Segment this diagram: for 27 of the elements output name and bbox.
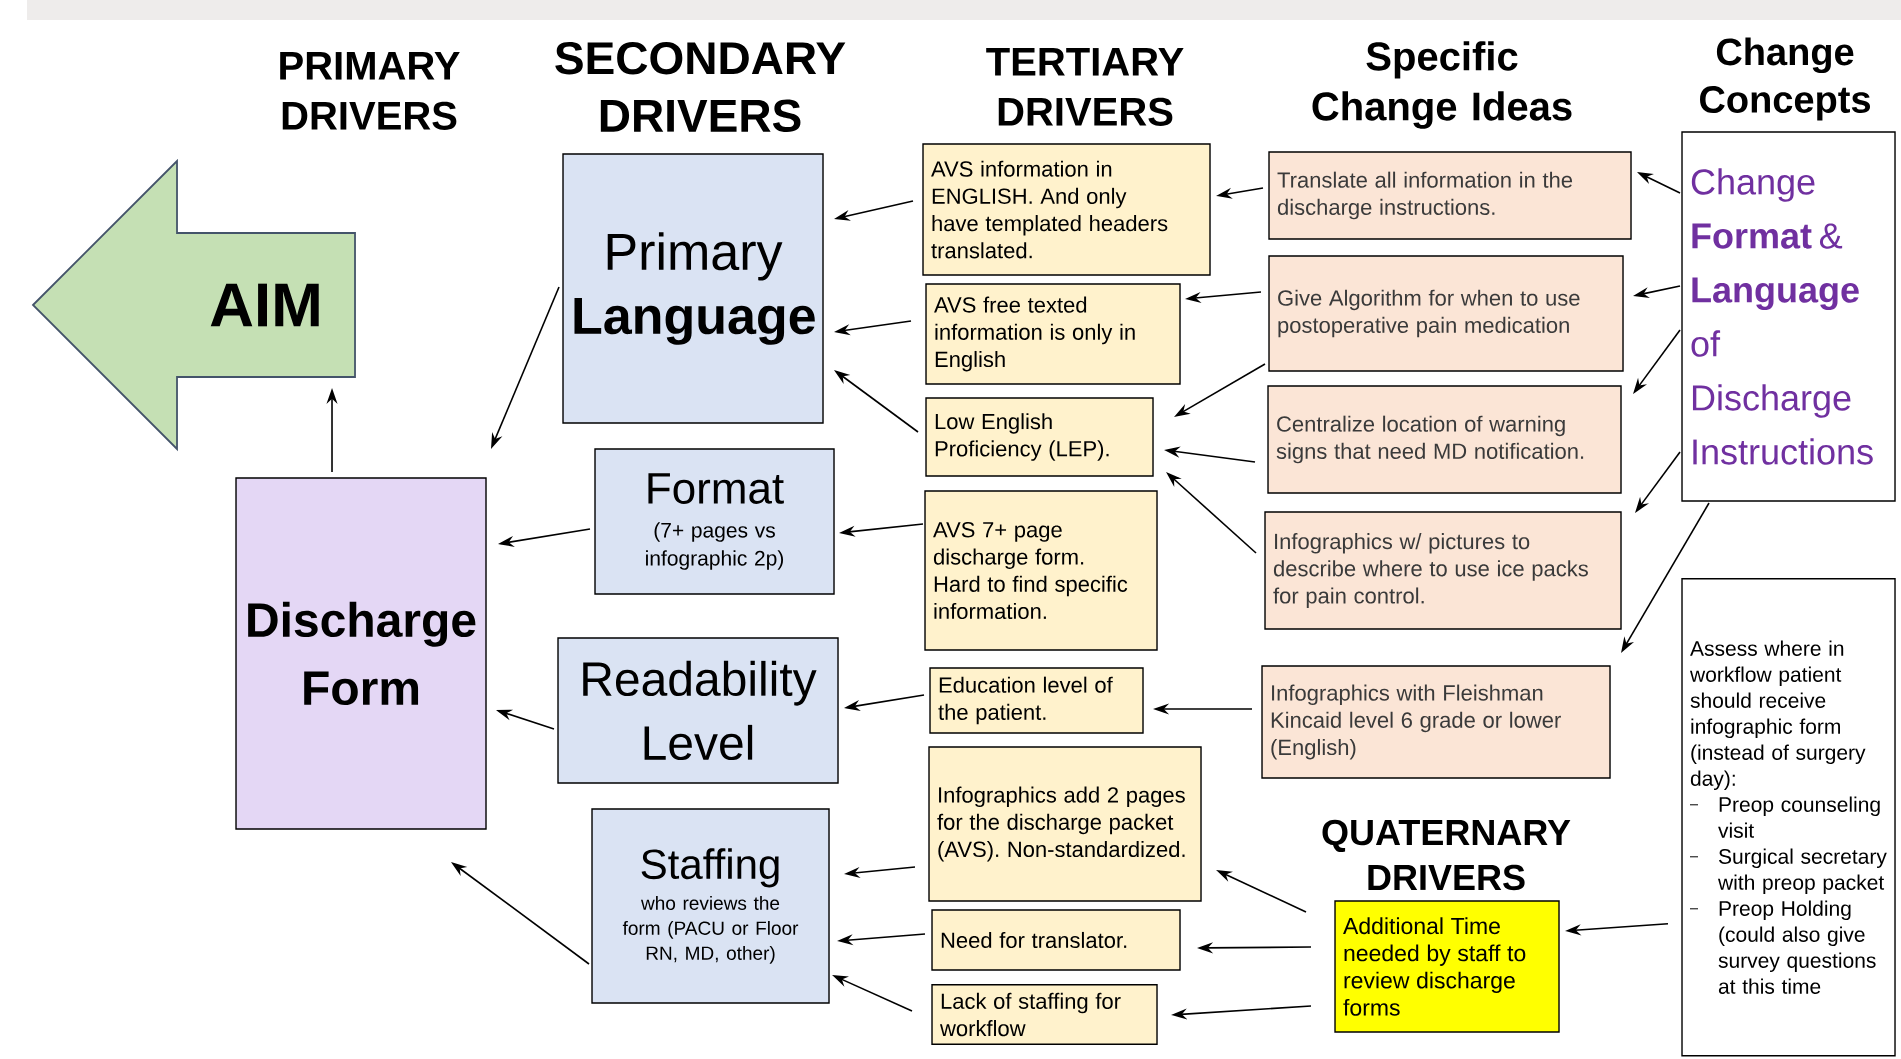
secondary-driver-box: Primary Language: [562, 153, 824, 424]
tertiary-driver-box: Need for translator.: [931, 909, 1181, 971]
column-heading: Specific Change Ideas: [1312, 41, 1572, 129]
change-concept-box: Change Format & Language of Discharge Instructions: [1681, 131, 1896, 502]
column-heading: QUATERNARY DRIVERS: [1322, 819, 1571, 891]
change-concept-box: Assess where in workflow patient should receive infographic form (instead of surgery day): Preop counseling visit Surgical secretary with preop packet Preop Holding (could also give survey questions at this time: [1681, 578, 1896, 1057]
tertiary-driver-box: Low English Proficiency (LEP).: [925, 397, 1154, 477]
column-heading: Change Concepts: [1700, 37, 1870, 121]
tertiary-driver-box: Education level of the patient.: [929, 667, 1144, 734]
primary-driver-box: Discharge Form: [235, 477, 487, 830]
change-idea-box: Translate all information in the discharge instructions.: [1268, 151, 1632, 240]
column-heading: SECONDARY DRIVERS: [555, 41, 846, 133]
column-heading: TERTIARY DRIVERS: [986, 48, 1184, 126]
secondary-driver-box: Staffing who reviews the form (PACU or Floor RN, MD, other): [591, 808, 830, 1004]
change-idea-box: Infographics w/ pictures to describe where to use ice packs for pain control.: [1264, 511, 1622, 630]
column-heading: PRIMARY DRIVERS: [280, 52, 460, 130]
change-idea-box: Centralize location of warning signs that need MD notification.: [1267, 385, 1622, 494]
secondary-driver-box: Format (7+ pages vs infographic 2p): [594, 448, 835, 595]
change-idea-box: Give Algorithm for when to use postoperative pain medication: [1268, 255, 1624, 372]
tertiary-driver-box: AVS information in ENGLISH. And only have templated headers translated.: [922, 143, 1211, 276]
tertiary-driver-box: AVS 7+ page discharge form. Hard to find specific information.: [924, 490, 1158, 651]
tertiary-driver-box: Lack of staffing for workflow: [931, 984, 1158, 1045]
change-idea-box: Infographics with Fleishman Kincaid level 6 grade or lower (English): [1261, 665, 1611, 779]
tertiary-driver-box: Infographics add 2 pages for the discharge packet (AVS). Non-standardized.: [928, 746, 1202, 902]
tertiary-driver-box: AVS free texted information is only in English: [925, 283, 1181, 385]
quaternary-driver-box: Additional Time needed by staff to review discharge forms: [1334, 900, 1560, 1033]
secondary-driver-box: Readability Level: [557, 637, 839, 784]
